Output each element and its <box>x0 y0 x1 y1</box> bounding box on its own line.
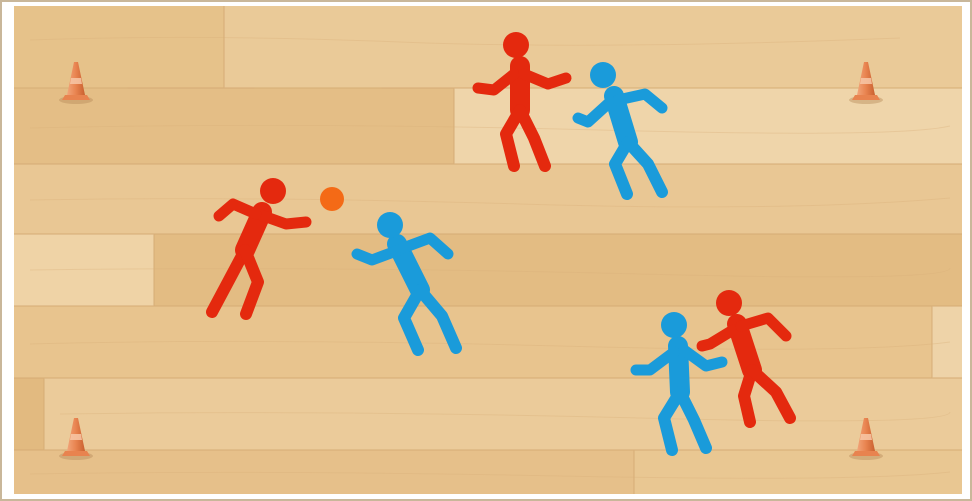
ball[interactable] <box>320 187 344 211</box>
player-head <box>590 62 616 88</box>
player-head <box>716 290 742 316</box>
player-head <box>661 312 687 338</box>
player-head <box>377 212 403 238</box>
player-head <box>260 178 286 204</box>
wooden-floor <box>14 6 962 494</box>
player-head <box>503 32 529 58</box>
